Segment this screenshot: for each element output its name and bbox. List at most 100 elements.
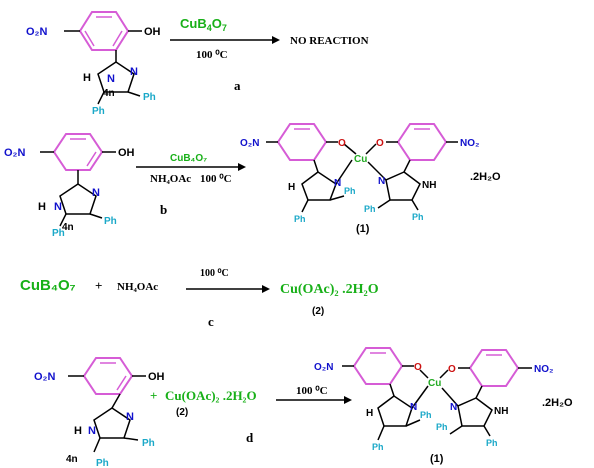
bond: [439, 369, 449, 379]
scheme-a: O₂N OH H N N Ph Ph 4n CuB4O7 100 ⁰C NO R…: [26, 11, 369, 117]
bond: [389, 383, 395, 397]
phenyl-label: Ph: [420, 410, 432, 420]
imidazole-ring: [93, 407, 131, 439]
nh-hydrogen: H: [38, 201, 46, 213]
plus-sign: +: [150, 388, 157, 403]
phenyl-label: Ph: [372, 442, 384, 452]
nitrogen-left: N: [410, 402, 417, 413]
oh-group: OH: [144, 26, 161, 38]
nh-group: NH: [422, 180, 436, 191]
nitrogen-right: N: [450, 402, 457, 413]
nitrogen-1: N: [107, 73, 115, 85]
bond: [365, 143, 377, 155]
temperature: 100 ⁰C: [296, 385, 328, 397]
bond: [111, 393, 121, 409]
bond: [93, 437, 101, 453]
no2-group: O₂N: [26, 26, 47, 38]
oxygen-left: O: [414, 362, 422, 373]
bond: [419, 369, 429, 379]
phenyl-label: Ph: [104, 216, 117, 227]
phenyl-label: Ph: [436, 422, 448, 432]
product-label: (1): [356, 223, 370, 235]
product-label: (1): [430, 453, 444, 465]
no2-group: O₂N: [4, 147, 25, 159]
phenyl-label: Ph: [96, 458, 109, 468]
product-label: (2): [312, 306, 324, 317]
bond: [313, 159, 319, 173]
no2-group: NO₂: [460, 138, 479, 149]
nitrogen-left: N: [334, 178, 341, 189]
compound-label: 4n: [103, 88, 115, 99]
nitrogen-3: N: [92, 187, 100, 199]
no2-group: O₂N: [240, 138, 259, 149]
nitrogen-1: N: [88, 425, 96, 437]
nh-group: NH: [494, 406, 508, 417]
bond: [335, 159, 353, 185]
reagent-nh4oac: NH₄OAc: [150, 173, 191, 185]
bond: [411, 199, 419, 211]
reactant-cub4o7: CuB₄O₇: [20, 277, 76, 294]
imidazole-ring: [59, 183, 97, 215]
scheme-label: c: [208, 314, 214, 329]
reagent-cub4o7: CuB4O7: [180, 16, 227, 33]
bond: [97, 91, 105, 105]
scheme-label: a: [234, 78, 241, 93]
bond: [367, 161, 387, 181]
bond: [475, 385, 483, 399]
bond: [449, 425, 463, 435]
copper-center: Cu: [428, 378, 441, 389]
hydrate: .2H₂O: [470, 171, 501, 183]
imidazole-ring: [97, 61, 135, 93]
reactant-4n-b: O₂N OH H N N Ph Ph 4n: [4, 133, 135, 239]
imidazole-ring: [457, 397, 493, 427]
compound-label: 4n: [66, 454, 78, 465]
reactant-4n-a: O₂N OH H N N Ph Ph 4n: [26, 11, 161, 117]
oxygen-right: O: [448, 364, 456, 375]
reactant-nh4oac: NH₄OAc: [117, 281, 158, 293]
bond: [301, 199, 309, 213]
phenyl-label: Ph: [364, 204, 376, 214]
nitrogen-3: N: [126, 411, 134, 423]
arrowhead: [238, 163, 246, 171]
result-text: NO REACTION: [290, 35, 369, 47]
temperature: 100 ⁰C: [200, 268, 229, 279]
bond: [127, 91, 141, 97]
bond: [483, 425, 491, 437]
temperature: 100 ⁰C: [196, 49, 228, 61]
scheme-c: CuB₄O₇ + NH₄OAc 100 ⁰C Cu(OAc)₂ .2H₂O (2…: [20, 268, 379, 329]
oh-group: OH: [148, 371, 165, 383]
reagent-cuoac2: Cu(OAc)₂ .2H₂O: [165, 388, 257, 403]
bond: [377, 425, 385, 441]
phenyl-label: Ph: [142, 438, 155, 449]
bond: [59, 213, 67, 227]
nitrogen-3: N: [130, 66, 138, 78]
no2-group: O₂N: [314, 362, 333, 373]
imidazole-ring: [385, 171, 421, 201]
phenyl-label: Ph: [412, 212, 424, 222]
nh-hydrogen: H: [366, 408, 373, 419]
ring-inner-bond: [86, 151, 97, 167]
scheme-label: b: [160, 202, 167, 217]
reagent-cub4o7: CuB₄O₇: [170, 153, 207, 164]
phenyl-label: Ph: [52, 228, 65, 239]
product-complex-1-d: O₂N NO₂ O O Cu H N N NH Ph Ph Ph Ph .2H₂…: [314, 347, 573, 465]
oh-group: OH: [118, 147, 135, 159]
temperature: 100 ⁰C: [200, 173, 232, 185]
product-cuoac2: Cu(OAc)₂ .2H₂O: [280, 282, 379, 297]
phenyl-label: Ph: [143, 92, 156, 103]
no2-group: O₂N: [34, 371, 55, 383]
nh-hydrogen: H: [288, 182, 295, 193]
phenyl-label: Ph: [486, 438, 498, 448]
ring-inner-bond: [112, 30, 123, 47]
bond: [329, 195, 345, 201]
nh-hydrogen: H: [74, 425, 82, 437]
bond: [377, 199, 391, 209]
copper-center: Cu: [354, 154, 367, 165]
bond: [89, 213, 103, 219]
bond: [403, 159, 411, 173]
phenyl-label: Ph: [344, 186, 356, 196]
imidazole-ring: [377, 395, 413, 427]
nitrogen-1: N: [54, 201, 62, 213]
bond: [411, 385, 429, 409]
